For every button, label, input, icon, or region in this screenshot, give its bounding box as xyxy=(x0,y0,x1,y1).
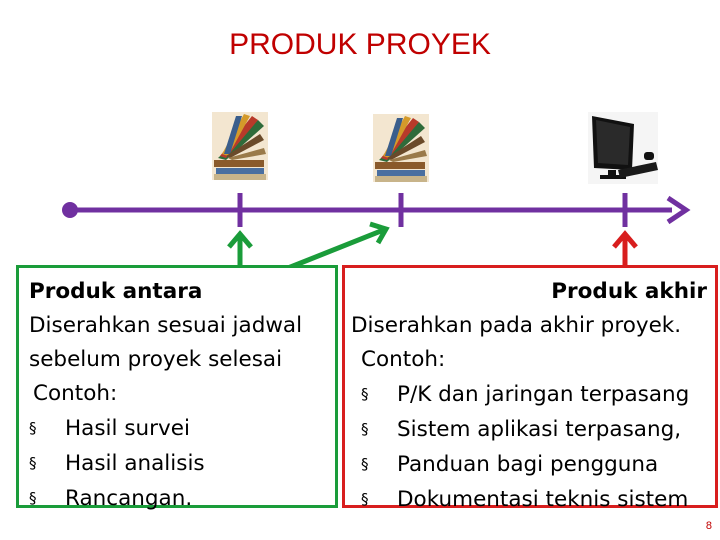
final-example-label: Contoh: xyxy=(351,343,707,377)
list-item: §P/K dan jaringan terpasang xyxy=(351,377,707,412)
bullet-icon: § xyxy=(29,411,65,445)
intermediate-desc-line2: sebelum proyek selesai xyxy=(29,343,335,377)
intermediate-example-label: Contoh: xyxy=(29,377,335,411)
list-item: §Hasil analisis xyxy=(29,446,335,481)
computer-icon xyxy=(588,112,658,184)
books-icon xyxy=(373,114,429,182)
bullet-icon: § xyxy=(29,446,65,480)
final-example-list: §P/K dan jaringan terpasang §Sistem apli… xyxy=(351,377,707,517)
intermediate-example-list: §Hasil survei §Hasil analisis §Rancangan… xyxy=(29,411,335,516)
intermediate-heading: Produk antara xyxy=(29,275,335,309)
list-item: §Panduan bagi pengguna xyxy=(351,447,707,482)
intermediate-desc-line1: Diserahkan sesuai jadwal xyxy=(29,309,335,343)
list-item: §Hasil survei xyxy=(29,411,335,446)
list-item: §Dokumentasi teknis sistem xyxy=(351,482,707,517)
bullet-icon: § xyxy=(361,377,397,411)
red-arrow-up xyxy=(614,234,636,268)
list-item: §Sistem aplikasi terpasang, xyxy=(351,412,707,447)
final-product-box: Produk akhir Diserahkan pada akhir proye… xyxy=(342,265,718,508)
green-arrow-diagonal xyxy=(288,224,386,268)
bullet-icon: § xyxy=(361,482,397,516)
books-icon xyxy=(212,112,268,180)
intermediate-product-box: Produk antara Diserahkan sesuai jadwal s… xyxy=(16,265,338,508)
bullet-icon: § xyxy=(29,481,65,515)
final-heading: Produk akhir xyxy=(351,275,707,309)
bullet-icon: § xyxy=(361,412,397,446)
green-arrow-up xyxy=(229,234,251,268)
list-item: §Rancangan. xyxy=(29,481,335,516)
final-desc-line1: Diserahkan pada akhir proyek. xyxy=(351,309,707,343)
bullet-icon: § xyxy=(361,447,397,481)
page-number: 8 xyxy=(706,520,712,532)
